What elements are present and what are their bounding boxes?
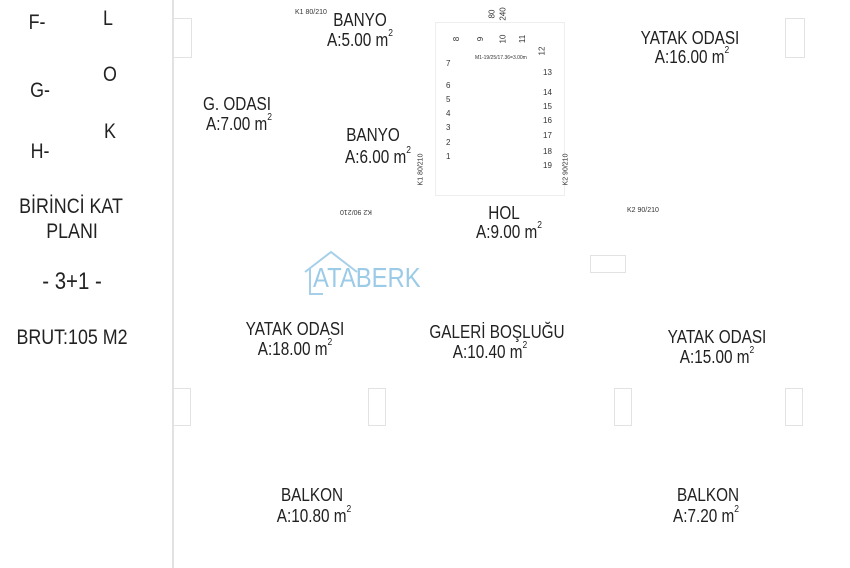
wall (173, 388, 191, 426)
stair-step-number: 11 (518, 34, 528, 44)
door-label: K2 90/210 (562, 153, 570, 186)
stair-step-number: 18 (543, 147, 552, 156)
room-area-yatak-18: A:18.00 m2 (257, 337, 333, 359)
room-area-g-odasi: A:7.00 m2 (206, 112, 272, 134)
wall (785, 388, 803, 426)
room-name-yatak-16: YATAK ODASI (640, 28, 740, 48)
room-name-yatak-18: YATAK ODASI (245, 319, 345, 339)
room-area-hol: A:9.00 m2 (476, 220, 542, 242)
stair-outline (435, 22, 565, 196)
door-label: K1 80/210 (295, 9, 327, 16)
wall (172, 0, 174, 568)
stair-note: M1-19/25/17.36=3.00m (475, 55, 527, 61)
stair-dim: 80 (487, 9, 497, 19)
stair-step-number: 7 (446, 59, 451, 68)
wall (614, 388, 632, 426)
room-area-balkon-2: A:7.20 m2 (673, 504, 739, 526)
room-area-banyo-1: A:5.00 m2 (327, 28, 393, 50)
door-label: K2 90/210 (627, 207, 659, 214)
house-icon (304, 250, 358, 295)
stair-step-number: 9 (476, 36, 486, 42)
watermark-text: ATABERK (313, 262, 421, 293)
door-label: K2 90/210 (340, 208, 372, 215)
block-letter-f: F- (28, 11, 46, 34)
room-area-banyo-2: A:6.00 m2 (345, 145, 411, 167)
blok-letter-l: L (103, 7, 113, 30)
block-letter-h: H- (30, 140, 50, 163)
blok-letter-k: K (104, 120, 116, 143)
stair-step-number: 5 (446, 95, 451, 104)
room-name-g-odasi: G. ODASI (202, 94, 272, 114)
room-area-balkon-1: A:10.80 m2 (276, 504, 352, 526)
room-area-yatak-15: A:15.00 m2 (679, 345, 755, 367)
stair-step-number: 17 (543, 131, 552, 140)
apartment-type: - 3+1 - (42, 268, 102, 295)
room-name-banyo-2: BANYO (346, 125, 400, 145)
stair-step-number: 6 (446, 81, 451, 90)
block-letter-g: G- (30, 79, 50, 102)
stair-step-number: 14 (543, 88, 552, 97)
room-area-galeri: A:10.40 m2 (452, 340, 528, 362)
room-area-yatak-16: A:16.00 m2 (654, 45, 730, 67)
blok-letter-o: O (103, 63, 117, 86)
room-name-banyo-1: BANYO (333, 10, 387, 30)
wall (172, 18, 192, 58)
stair-step-number: 3 (446, 123, 451, 132)
room-name-balkon-1: BALKON (280, 485, 344, 505)
ataberk-logo: ATABERK (303, 250, 438, 296)
stair-dim: 240 (498, 7, 508, 21)
stair-step-number: 19 (543, 161, 552, 170)
stair-step-number: 13 (543, 68, 552, 77)
stair-step-number: 8 (452, 36, 462, 42)
room-name-galeri: GALERİ BOŞLUĞU (429, 322, 565, 342)
stair-step-number: 12 (537, 46, 547, 56)
wall (368, 388, 386, 426)
wall (590, 255, 626, 273)
gross-area: BRUT:105 M2 (16, 326, 128, 349)
door-label: K1 80/210 (417, 153, 425, 186)
stair-step-number: 2 (446, 138, 451, 147)
plan-title: BİRİNCİ KAT (19, 195, 123, 218)
room-name-hol: HOL (488, 203, 520, 223)
stair-step-number: 4 (446, 109, 451, 118)
room-name-yatak-15: YATAK ODASI (667, 327, 767, 347)
stair-step-number: 16 (543, 116, 552, 125)
stair-step-number: 10 (498, 34, 508, 44)
plan-title-2: PLANI (46, 220, 98, 243)
room-name-balkon-2: BALKON (676, 485, 740, 505)
stair-step-number: 15 (543, 102, 552, 111)
wall (785, 18, 805, 58)
stair-step-number: 1 (446, 152, 451, 161)
